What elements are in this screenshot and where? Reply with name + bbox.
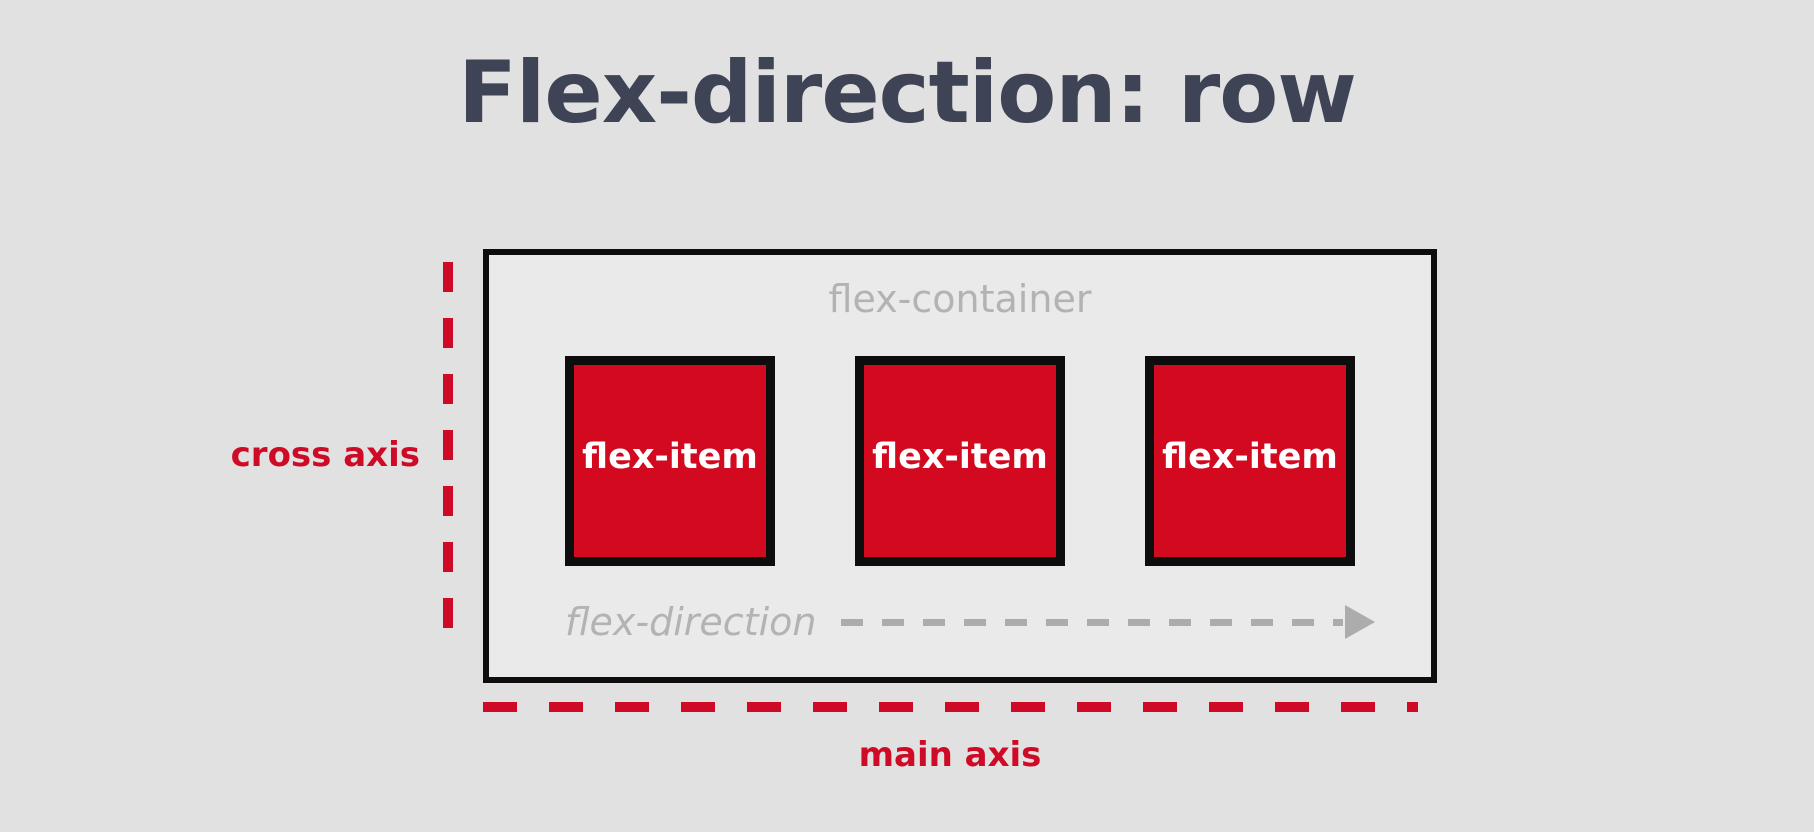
flex-item-label: flex-item (1162, 437, 1338, 477)
cross-axis-dashed-line (443, 262, 453, 652)
dashed-line (840, 618, 1343, 626)
arrow-right-icon (1345, 605, 1375, 639)
flex-item-label: flex-item (582, 437, 758, 477)
flex-container-box: flex-container flex-item flex-item flex-… (483, 249, 1437, 683)
flex-container-label: flex-container (828, 277, 1092, 321)
flex-items-row: flex-item flex-item flex-item (565, 356, 1355, 566)
flex-item: flex-item (855, 356, 1065, 566)
flex-direction-label: flex-direction (565, 600, 817, 644)
flex-direction-annotation: flex-direction (565, 597, 1375, 647)
flex-item: flex-item (565, 356, 775, 566)
cross-axis-label: cross axis (230, 435, 420, 475)
flex-item: flex-item (1145, 356, 1355, 566)
flex-direction-arrow (840, 605, 1375, 639)
main-axis-label: main axis (858, 735, 1042, 775)
main-axis-dashed-line (483, 702, 1418, 712)
page-title: Flex-direction: row (458, 43, 1357, 143)
flex-item-label: flex-item (872, 437, 1048, 477)
